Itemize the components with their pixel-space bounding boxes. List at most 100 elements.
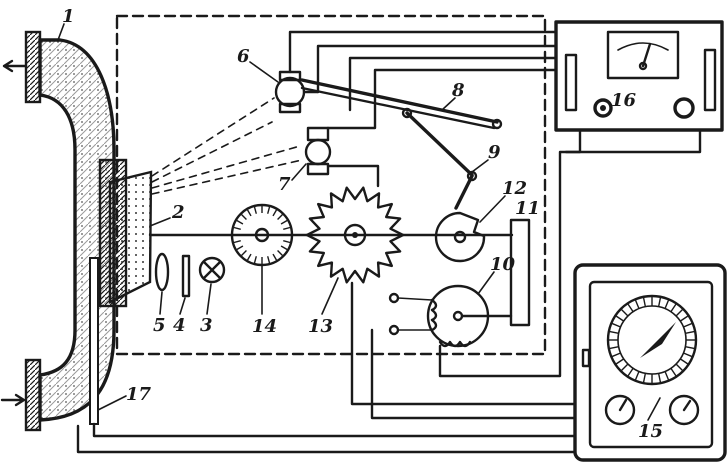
dial-tick (657, 297, 662, 307)
photocell-7 (304, 126, 332, 176)
rack-11 (509, 218, 531, 327)
disc-14-ticks (233, 206, 291, 264)
small-dial-left (604, 394, 636, 426)
motor-10 (388, 284, 513, 348)
recorder-15-dial-ticks (609, 297, 695, 383)
leader-line (471, 159, 489, 173)
lamp-cross-icon (202, 260, 222, 280)
dial-needle (640, 322, 676, 358)
disc-tick (267, 206, 271, 214)
label-5: 5 (153, 315, 166, 336)
lamp-bulb (198, 256, 226, 284)
disc-tick (233, 240, 241, 244)
dial-tick (679, 315, 689, 322)
lever-bar (300, 86, 496, 130)
dial-tick (664, 371, 670, 380)
wire (316, 44, 558, 94)
small-dial-right-needle (682, 399, 692, 412)
motor-10-coil (438, 340, 472, 348)
recorder-15-case (573, 263, 727, 462)
dial-tick (685, 330, 695, 335)
disc-tick (240, 250, 247, 257)
wiring (76, 30, 702, 454)
dial-tick (612, 352, 621, 358)
terminal-icon (388, 292, 400, 304)
leader-line (149, 217, 171, 227)
photocell-7-mount (306, 162, 330, 176)
label-9: 9 (488, 142, 501, 163)
link-rod (405, 111, 474, 177)
small-dial-left-needle (618, 398, 628, 412)
dial-tick (627, 303, 634, 313)
dial-tick (642, 297, 647, 307)
disc-tick (280, 245, 288, 251)
label-11: 11 (515, 198, 540, 219)
photocell-7-body (304, 138, 332, 166)
meter-scale (617, 42, 669, 51)
lamp-3 (198, 256, 226, 284)
label-8: 8 (451, 80, 465, 101)
leader-line (97, 395, 127, 411)
label-4: 4 (173, 315, 186, 336)
disc-14-rim (230, 203, 294, 267)
knob-icon (673, 97, 695, 119)
disc-tick (236, 219, 244, 225)
link-9 (401, 107, 478, 210)
control-panel-16 (554, 20, 724, 132)
disc-tick (277, 213, 284, 220)
leader-line (321, 277, 339, 315)
wire (350, 281, 577, 406)
panel-16-slot-right (703, 48, 717, 112)
dial-tick (675, 363, 683, 371)
dial-tick (679, 358, 689, 365)
wire (76, 424, 577, 454)
disc-tick (272, 253, 278, 261)
dial-tick (615, 315, 625, 322)
disc-tick (283, 240, 291, 244)
panel-16-meter (606, 30, 680, 80)
disc-tick (277, 250, 284, 257)
label-1: 1 (62, 6, 75, 27)
wire (326, 68, 558, 130)
label-3: 3 (200, 315, 213, 336)
knob-center (600, 105, 606, 111)
recorder-15-side-knob (581, 348, 591, 368)
link-pivot (401, 107, 413, 119)
link-rod (454, 174, 474, 210)
probe-17 (89, 257, 99, 425)
light-rays (151, 97, 303, 195)
label-12: 12 (502, 178, 527, 199)
label-2: 2 (171, 202, 185, 223)
gear-13-axle (352, 232, 358, 238)
label-15: 15 (638, 421, 663, 442)
small-dial-right (668, 394, 700, 426)
cam-12 (434, 211, 486, 263)
pipe-flange-top (24, 30, 42, 104)
label-14: 14 (252, 316, 277, 337)
pipe-flange-bottom (24, 358, 42, 432)
lever-8 (300, 78, 503, 130)
motor-10-coil (430, 298, 438, 332)
dial-tick (621, 363, 629, 371)
dial-tick (621, 309, 629, 317)
lens-5 (154, 252, 170, 292)
ray (151, 97, 275, 177)
disc-tick (253, 256, 257, 264)
photocell-7-mount (306, 126, 330, 142)
disc-tick (283, 226, 291, 230)
label-16: 16 (611, 90, 637, 111)
disc-14 (230, 203, 294, 267)
dial-tick (615, 358, 625, 365)
dial-tick (683, 352, 692, 358)
dial-tick (670, 303, 677, 313)
dial-tick (609, 345, 619, 350)
photocell-6-body (274, 76, 306, 108)
inflow-arrow-icon (0, 393, 26, 407)
lever-end (491, 118, 503, 130)
dial-tick (675, 309, 683, 317)
recorder-15-dial-inner (617, 305, 687, 375)
terminal-icon (388, 324, 400, 336)
label-17: 17 (126, 384, 152, 405)
wire (92, 422, 577, 438)
